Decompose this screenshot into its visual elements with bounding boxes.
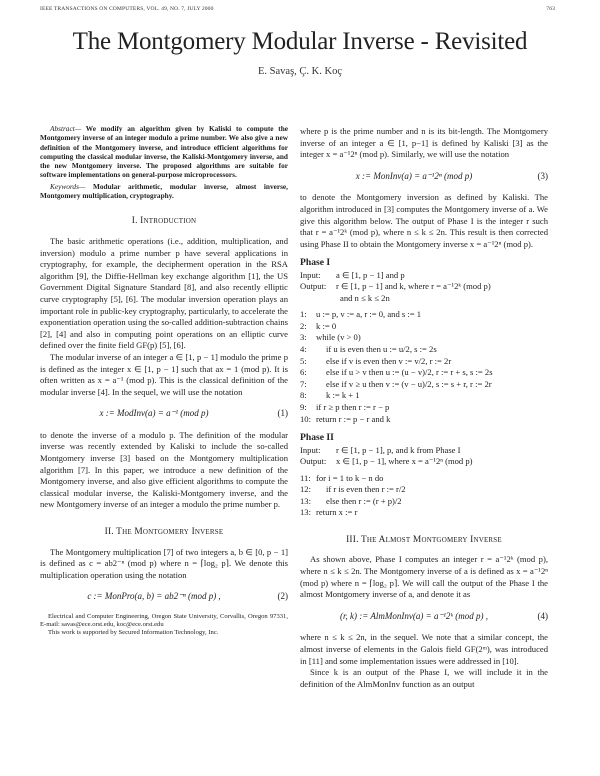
phase-1-title: Phase I [300, 257, 331, 269]
phase-2-io: Input: r ∈ [1, p − 1], p, and k from Phas… [300, 445, 548, 468]
abstract-text: We modify an algorithm given by Kaliski … [40, 124, 288, 180]
montgomery-paragraph-3: to denote the Montgomery inversion as de… [300, 192, 548, 249]
journal-name: IEEE TRANSACTIONS ON COMPUTERS, VOL. 49,… [40, 6, 214, 12]
almost-paragraph-1: As shown above, Phase I computes an inte… [300, 554, 548, 600]
footnote-support: This work is supported by Secured Inform… [48, 629, 219, 636]
equation-3-body: x := MonInv(a) = a⁻¹2ⁿ (mod p) [355, 170, 473, 181]
algorithm-line: 3:while (v > 0) [300, 332, 361, 343]
keywords: Keywords— Modular arithmetic, modular in… [40, 182, 288, 201]
phase-2-input: r ∈ [1, p − 1], p, and k from Phase I [336, 444, 461, 455]
phase-2-algorithm: 11:for i = 1 to k − n do 12:if r is even… [300, 473, 548, 519]
equation-3-number: (3) [537, 170, 549, 181]
phase-1-io: Input: a ∈ [1, p − 1] and p Output: r ∈ [1… [300, 270, 548, 304]
algorithm-line: 10:return r := p − r and k [300, 413, 391, 424]
algorithm-line: 5:else if v is even then v := v/2, r := … [300, 355, 452, 366]
almost-paragraph-2: where n ≤ k ≤ 2n, in the sequel. We note… [300, 632, 548, 666]
montgomery-paragraph-2: where p is the prime number and n is its… [300, 126, 548, 160]
phase-2-output: x ∈ [1, p − 1], where x = a⁻¹2ⁿ (mod p) [336, 456, 473, 467]
intro-paragraph-2: The modular inverse of an integer a ∈ [1… [40, 351, 288, 397]
almost-paragraph-3: Since k is an output of the Phase I, we … [300, 667, 548, 689]
phase-1-algorithm: 1:u := p, v := a, r := 0, and s := 1 2:k… [300, 309, 548, 425]
phase-1-output-label: Output: [300, 281, 327, 292]
paper-title: The Montgomery Modular Inverse - Revisit… [72, 28, 528, 55]
algorithm-line: 11:for i = 1 to k − n do [300, 472, 384, 483]
algorithm-line: 4:if u is even then u := u/2, s := 2s [300, 343, 437, 354]
equation-1: x := ModInv(a) = a⁻¹ (mod p) (1) [40, 408, 288, 420]
phase-2-output-label: Output: [300, 456, 327, 467]
equation-2-body: c := MonPro(a, b) = ab2⁻ⁿ (mod p) , [87, 591, 221, 602]
right-column: where p is the prime number and n is its… [300, 126, 548, 690]
equation-1-number: (1) [277, 408, 289, 419]
section-heading-introduction: I. Introduction [131, 216, 197, 227]
algorithm-line: 6:else if u > v then u := (u − v)/2, r :… [300, 367, 493, 378]
paper-authors: E. Savaş, Ç. K. Koç [258, 66, 342, 77]
algorithm-line: 2:k := 0 [300, 320, 337, 331]
phase-1-input: a ∈ [1, p − 1] and p [336, 269, 405, 280]
equation-2-number: (2) [277, 591, 289, 602]
abstract-label: Abstract— [50, 124, 82, 133]
running-header: IEEE TRANSACTIONS ON COMPUTERS, VOL. 49,… [40, 6, 555, 12]
algorithm-line: 9:if r ≥ p then r := r − p [300, 401, 390, 412]
algorithm-line: 7:else if v ≥ u then v := (v − u)/2, s :… [300, 378, 492, 389]
footnote-affiliation: Electrical and Computer Engineering, Ore… [40, 613, 288, 628]
phase-1-input-label: Input: [300, 269, 321, 280]
equation-4-body: (r, k) := AlmMonInv(a) = a⁻¹2ᵏ (mod p) , [340, 610, 488, 621]
footnotes: Electrical and Computer Engineering, Ore… [40, 613, 288, 637]
equation-1-body: x := ModInv(a) = a⁻¹ (mod p) [99, 408, 209, 419]
section-heading-montgomery-inverse: II. The Montgomery Inverse [104, 527, 224, 538]
phase-2-input-label: Input: [300, 444, 321, 455]
keywords-label: Keywords— [50, 181, 86, 191]
intro-paragraph-1: The basic arithmetic operations (i.e., a… [40, 235, 288, 351]
left-column: Abstract— We modify an algorithm given b… [40, 124, 288, 637]
keywords-text: Modular arithmetic, modular inverse, alm… [40, 181, 288, 201]
equation-2: c := MonPro(a, b) = ab2⁻ⁿ (mod p) , (2) [40, 591, 288, 603]
abstract: Abstract— We modify an algorithm given b… [40, 124, 288, 180]
equation-4-number: (4) [537, 610, 549, 621]
page-number: 763 [546, 6, 555, 12]
algorithm-line: 13:else then r := (r + p)/2 [300, 495, 402, 506]
intro-paragraph-3: to denote the inverse of a modulo p. The… [40, 429, 288, 510]
algorithm-line: 1:u := p, v := a, r := 0, and s := 1 [300, 309, 422, 320]
phase-1-output-cont: and n ≤ k ≤ 2n [340, 292, 390, 303]
equation-3: x := MonInv(a) = a⁻¹2ⁿ (mod p) (3) [300, 171, 548, 183]
algorithm-line: 12:if r is even then r := r/2 [300, 484, 406, 495]
equation-4: (r, k) := AlmMonInv(a) = a⁻¹2ᵏ (mod p) ,… [300, 611, 548, 623]
phase-2-title: Phase II [300, 432, 334, 444]
algorithm-line: 8:k := k + 1 [300, 390, 360, 401]
montgomery-paragraph-1: The Montgomery multiplication [7] of two… [40, 546, 288, 580]
section-heading-almost-montgomery-inverse: III. The Almost Montgomery Inverse [346, 534, 502, 545]
phase-1-output: r ∈ [1, p − 1] and k, where r = a⁻¹2ᵏ (m… [336, 281, 491, 292]
algorithm-line: 13:return x := r [300, 507, 358, 518]
